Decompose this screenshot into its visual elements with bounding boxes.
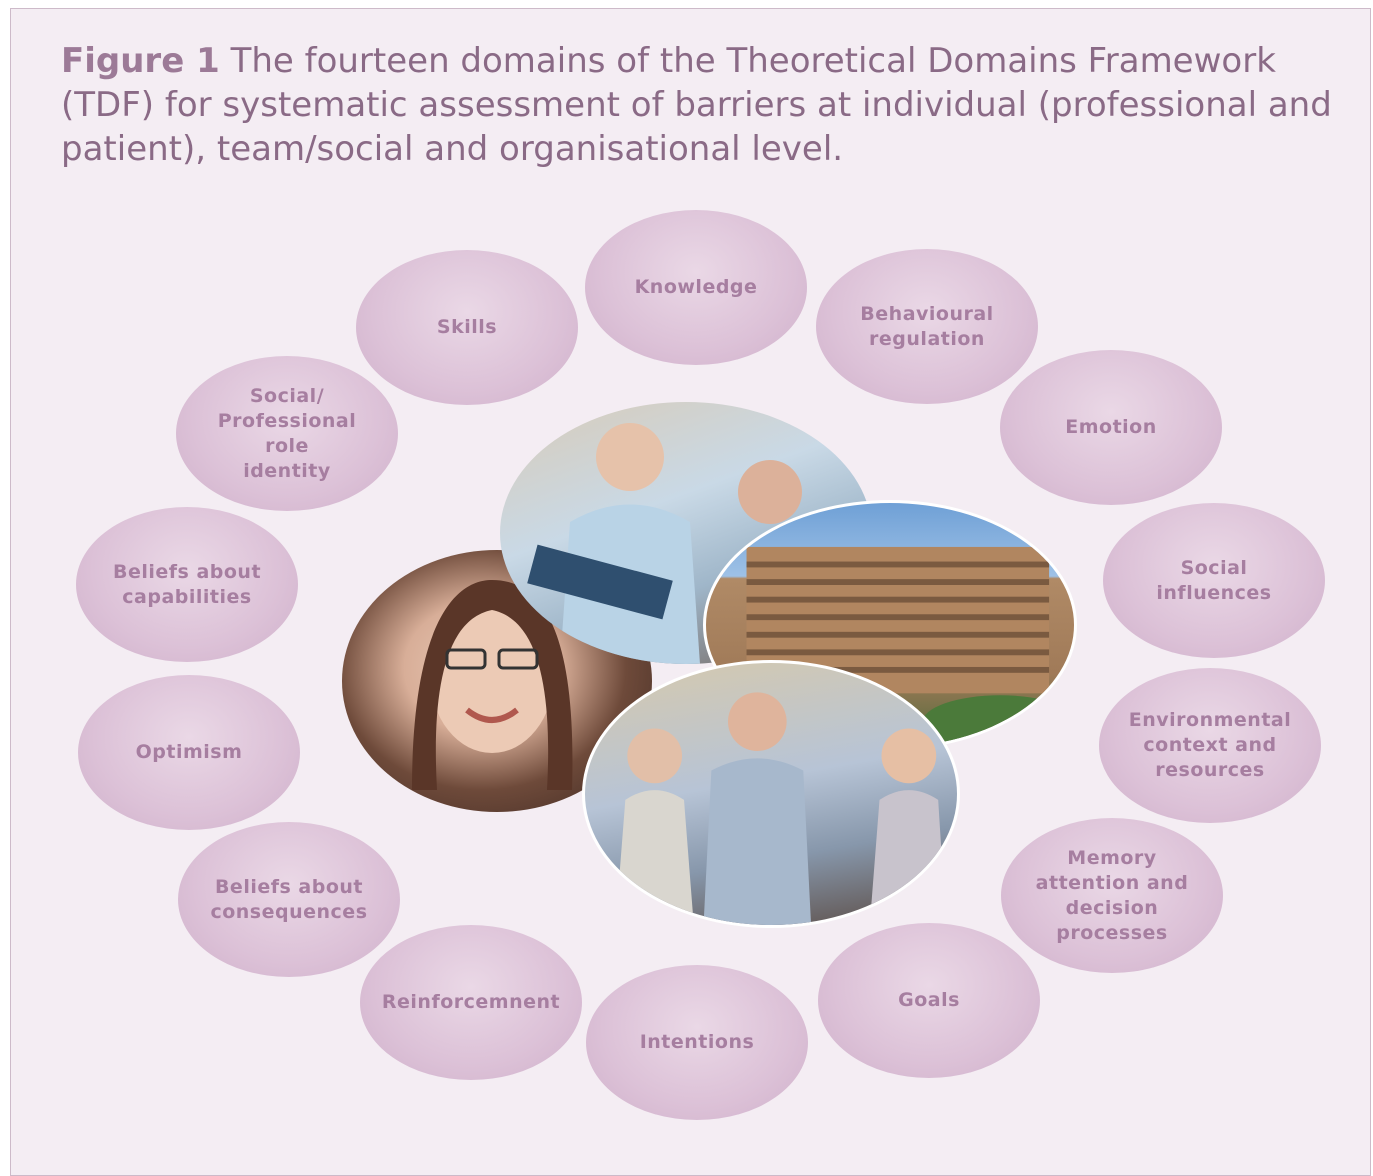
domain-goals: Goals: [818, 923, 1040, 1078]
domain-label: Goals: [898, 989, 960, 1011]
domain-label: Environmental context and resources: [1128, 709, 1292, 781]
photo-young-woman-portrait: [342, 550, 652, 812]
photo-team-conversation: [582, 660, 960, 928]
domain-social-professional-role: Social/ Professional role identity: [176, 356, 398, 511]
domain-label: Social/ Professional role identity: [217, 384, 357, 482]
domain-label: Behavioural regulation: [860, 302, 994, 350]
domain-label: Intentions: [639, 1031, 755, 1053]
domain-label: Knowledge: [634, 276, 758, 298]
domain-label: Social influences: [1156, 556, 1272, 604]
domain-environmental-context: Environmental context and resources: [1099, 668, 1321, 823]
domain-reinforcement: Reinforcemnent: [360, 925, 582, 1080]
domain-label: Emotion: [1065, 416, 1157, 438]
domain-label: Beliefs about consequences: [210, 875, 368, 923]
figure-caption-text: The fourteen domains of the Theoretical …: [61, 41, 1332, 169]
domain-optimism: Optimism: [78, 675, 300, 830]
domain-memory-attention: Memory attention and decision processes: [1001, 818, 1223, 973]
domain-label: Optimism: [135, 741, 243, 763]
domain-skills: Skills: [356, 250, 578, 405]
domain-beliefs-capabilities: Beliefs about capabilities: [76, 507, 298, 662]
domain-social-influences: Social influences: [1103, 503, 1325, 658]
domain-intentions: Intentions: [586, 965, 808, 1120]
figure-caption: Figure 1 The fourteen domains of the The…: [61, 39, 1361, 171]
domain-label: Memory attention and decision processes: [1035, 846, 1189, 944]
figure-label: Figure 1: [61, 41, 220, 81]
domain-knowledge: Knowledge: [585, 210, 807, 365]
domain-label: Skills: [436, 316, 498, 338]
domain-label: Reinforcemnent: [381, 991, 561, 1013]
domain-beliefs-consequences: Beliefs about consequences: [178, 822, 400, 977]
domain-behavioural-regulation: Behavioural regulation: [816, 249, 1038, 404]
domain-label: Beliefs about capabilities: [112, 560, 262, 608]
domain-emotion: Emotion: [1000, 350, 1222, 505]
